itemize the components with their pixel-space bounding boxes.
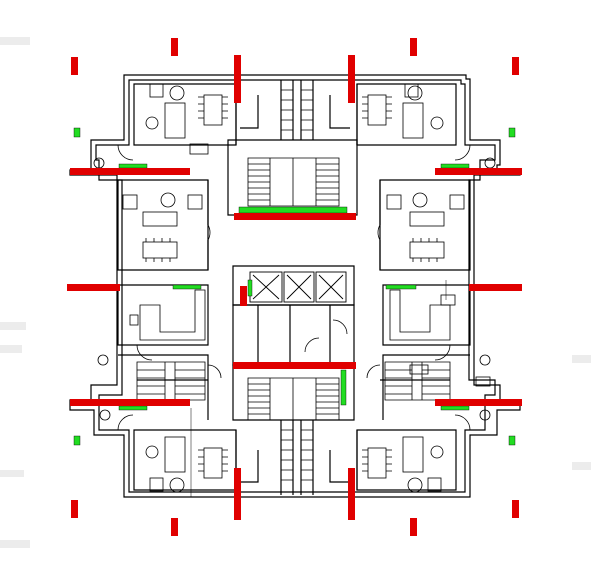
central-core-bottom <box>232 364 355 421</box>
elevator-icon <box>249 271 347 303</box>
left-living-room <box>117 179 209 271</box>
round-table-icon <box>407 85 423 101</box>
armchair-icon <box>404 83 419 98</box>
sofa-icon <box>164 102 186 139</box>
bottom-corridor <box>280 420 314 495</box>
dining-table-icon <box>367 447 387 479</box>
kitchen-counter-icon <box>139 289 206 341</box>
walls <box>69 74 521 498</box>
dining-table-icon <box>367 94 387 126</box>
round-table-icon <box>160 192 176 208</box>
round-table-icon <box>412 192 428 208</box>
outer-wall <box>69 74 521 498</box>
annotation-leaders <box>190 280 447 497</box>
round-table-icon <box>169 477 185 493</box>
sofa-icon <box>164 436 186 473</box>
furniture <box>93 83 496 493</box>
sofa-icon <box>402 436 424 473</box>
kitchen-counter-icon <box>389 289 451 341</box>
top-right-room <box>356 83 457 146</box>
sofa-icon <box>409 211 445 227</box>
dining-table-icon <box>203 94 223 126</box>
door-swing-icon <box>117 144 471 431</box>
dining-table-icon <box>142 241 178 259</box>
green-markers <box>73 127 516 446</box>
armchair-icon <box>427 477 442 492</box>
armchair-icon <box>149 477 164 492</box>
armchair-icon <box>386 194 402 210</box>
central-core-top <box>227 139 358 216</box>
central-core-lobby <box>232 304 355 366</box>
round-table-icon <box>169 85 185 101</box>
armchair-icon <box>187 194 203 210</box>
sofa-icon <box>142 211 178 227</box>
stair-icon <box>136 89 451 481</box>
inner-wall <box>95 79 496 493</box>
watermark-traces <box>0 37 591 548</box>
structural-columns <box>67 38 522 536</box>
round-table-icon <box>407 477 423 493</box>
sofa-icon <box>402 102 424 139</box>
armchair-icon <box>449 194 465 210</box>
dining-table-icon <box>409 241 445 259</box>
dining-table-icon <box>203 447 223 479</box>
armchair-icon <box>122 194 138 210</box>
armchair-icon <box>149 83 164 98</box>
right-kitchen <box>382 284 471 346</box>
right-living-room <box>379 179 471 271</box>
